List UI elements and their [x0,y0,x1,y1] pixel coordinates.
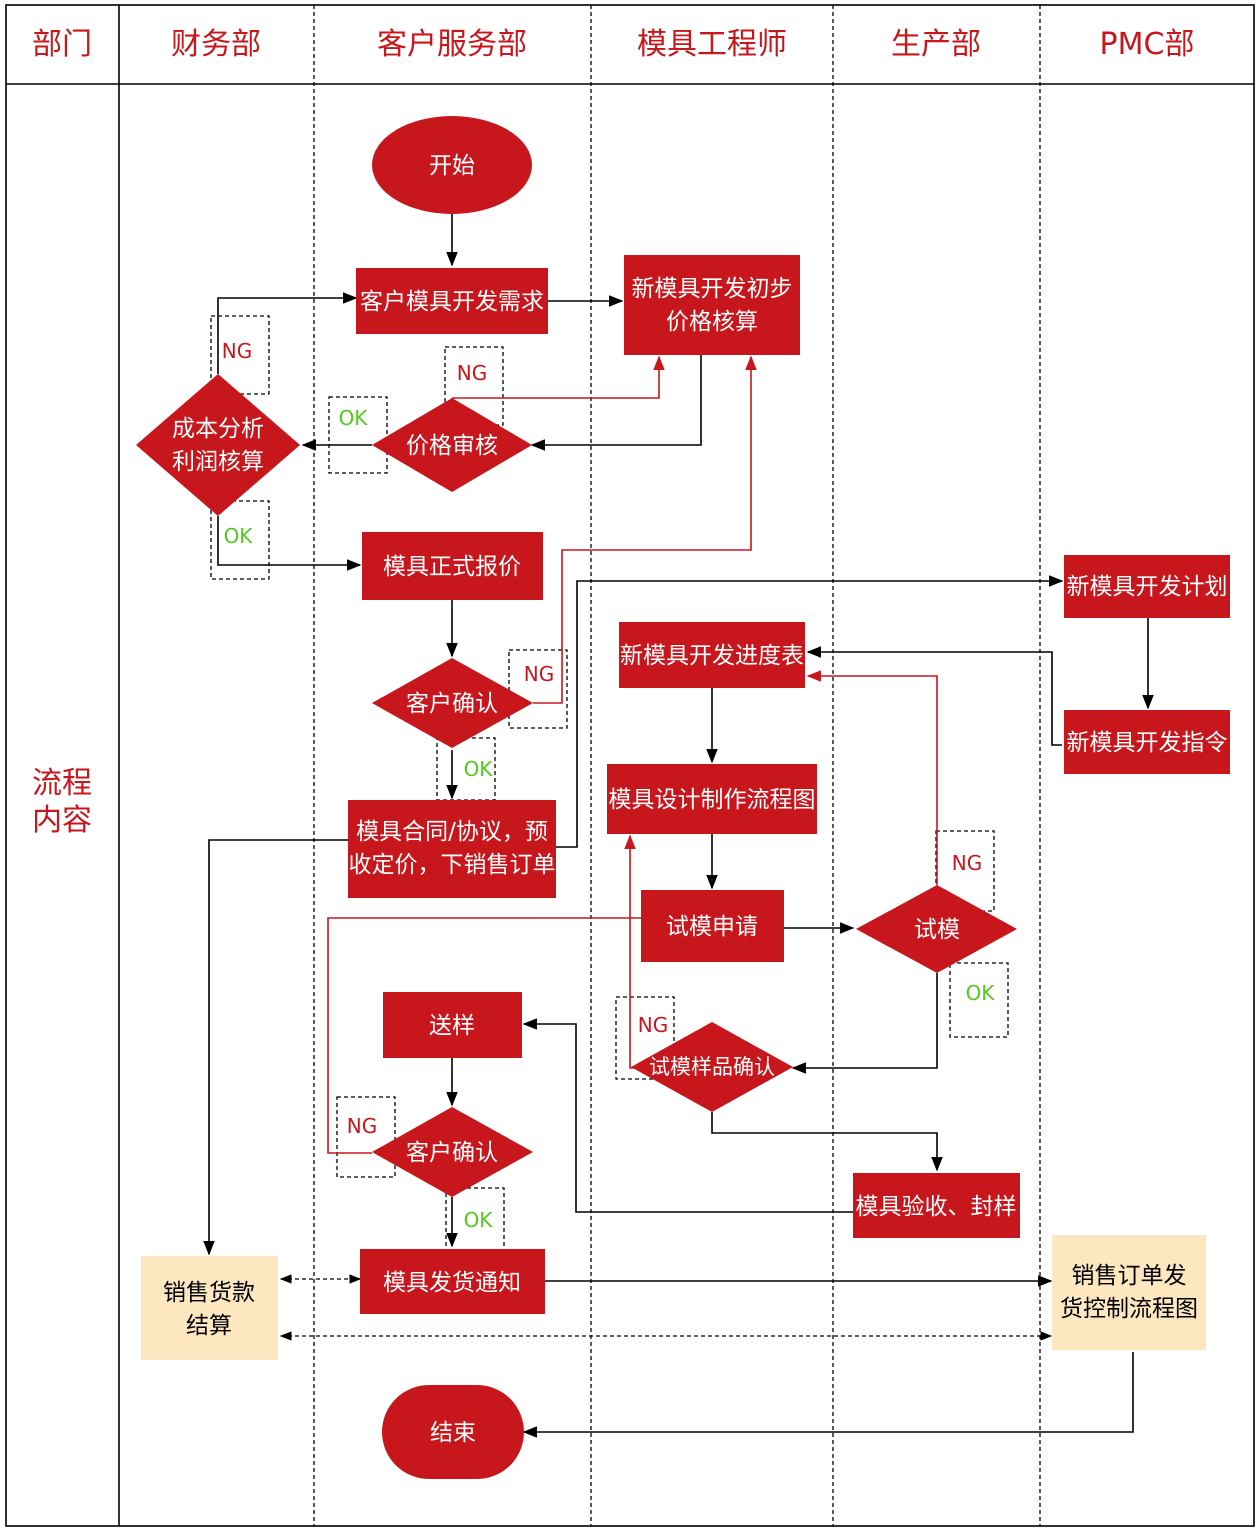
ng-label-cost: NG [222,339,252,363]
ok-label-price-review: OK [339,406,369,430]
formal-quote-box [362,532,543,600]
ng-label-sample: NG [638,1013,668,1037]
send-sample-box [383,992,522,1058]
sample-confirm-label: 试模样品确认 [649,1055,775,1079]
nodes: 开始 客户模具开发需求 新模具开发初步 价格核算 价格审核 成本分析 利润核算 … [136,116,1230,1479]
trial-diamond [856,885,1017,973]
start-label: 开始 [429,153,475,179]
lane-headers: 部门 财务部 客户服务部 模具工程师 生产部 PMC部 流程 内容 [32,27,1194,838]
dev-instruction-box [1064,710,1230,774]
sales-settle-box [141,1256,278,1360]
contract-label-2: 收定价，下销售订单 [349,852,556,878]
header-mold-engineer: 模具工程师 [637,27,787,62]
header-customer-service: 客户服务部 [377,27,527,62]
cost-analysis-label-1: 成本分析 [172,416,264,442]
dev-plan-box [1064,555,1230,618]
sample-confirm-diamond [631,1022,793,1112]
sales-settle-label-2: 结算 [186,1313,232,1339]
ok-label-confirm-2: OK [464,1208,494,1232]
shipping-notice-box [360,1249,545,1314]
price-calc-label-2: 价格核算 [666,309,758,335]
sales-order-label-2: 货控制流程图 [1060,1296,1198,1322]
swimlane-grid [5,4,1255,1527]
side-label-line1: 流程 [32,766,92,801]
ok-label-trial: OK [966,981,996,1005]
header-pmc: PMC部 [1100,27,1195,62]
customer-confirm-1-label: 客户确认 [406,691,498,717]
customer-confirm-2-diamond [372,1107,533,1197]
ng-label-price-review: NG [457,361,487,385]
black-connectors [203,214,1154,1438]
sales-settle-label-1: 销售货款 [163,1280,255,1306]
dev-plan-label: 新模具开发计划 [1067,574,1228,600]
shipping-notice-label: 模具发货通知 [383,1270,521,1296]
ng-ok-labels: NG NG OK OK NG OK NG OK NG NG OK [222,339,996,1232]
dev-instruction-label: 新模具开发指令 [1067,730,1228,756]
ok-label-confirm-1: OK [464,757,494,781]
customer-demand-label: 客户模具开发需求 [360,289,544,315]
acceptance-box [853,1173,1020,1238]
end-label: 结束 [430,1420,476,1446]
ng-label-confirm-1: NG [524,662,554,686]
ok-label-cost: OK [224,524,254,548]
customer-demand-box [356,268,548,334]
acceptance-label: 模具验收、封样 [856,1194,1017,1220]
cost-analysis-label-2: 利润核算 [172,449,264,475]
sales-order-box [1052,1235,1206,1350]
start-node [372,116,532,214]
price-calc-label-1: 新模具开发初步 [632,276,793,302]
customer-confirm-1-diamond [372,658,533,748]
send-sample-label: 送样 [429,1013,475,1039]
trial-label: 试模 [914,917,960,943]
trial-apply-box [641,890,784,962]
header-production: 生产部 [891,27,981,62]
ng-label-trial: NG [952,851,982,875]
contract-label-1: 模具合同/协议，预 [356,819,548,845]
header-finance: 财务部 [171,27,261,62]
price-review-label: 价格审核 [406,433,498,459]
design-flow-label: 模具设计制作流程图 [609,787,816,813]
progress-table-label: 新模具开发进度表 [620,643,804,669]
trial-apply-label: 试模申请 [666,914,758,940]
sales-order-label-1: 销售订单发 [1072,1263,1187,1289]
ng-label-confirm-2: NG [347,1114,377,1138]
side-label-line2: 内容 [32,803,92,838]
end-node [382,1385,524,1479]
cost-analysis-diamond [136,374,300,516]
design-flow-box [607,764,817,834]
price-calc-box [624,255,800,355]
formal-quote-label: 模具正式报价 [383,554,521,580]
customer-confirm-2-label: 客户确认 [406,1140,498,1166]
header-dept: 部门 [32,27,92,62]
progress-table-box [619,622,805,688]
contract-box [348,800,556,898]
price-review-diamond [372,398,532,492]
